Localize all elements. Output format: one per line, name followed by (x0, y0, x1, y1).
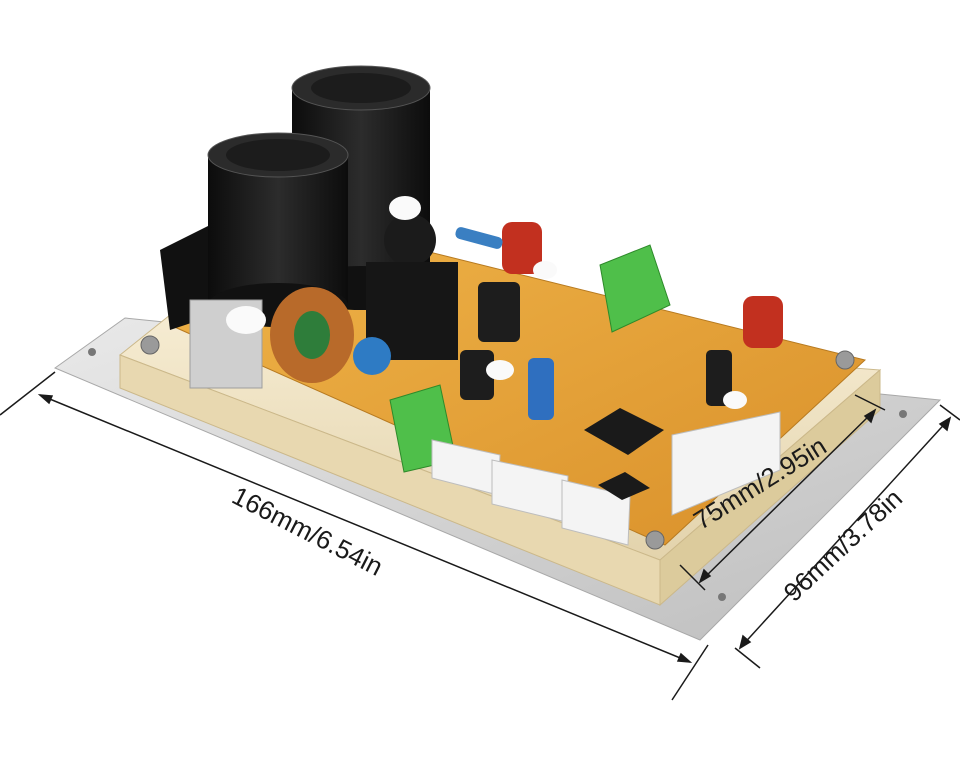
capacitor-small (460, 350, 494, 400)
silicone-glue (389, 196, 421, 220)
screw (835, 350, 855, 370)
dimension-line-outer-width (734, 404, 960, 669)
silicone-glue (486, 360, 514, 380)
dimension-line-inner-width (679, 394, 886, 591)
mounting-hole (88, 348, 96, 356)
plastic-frame-end (659, 368, 881, 607)
toroidal-inductor (270, 287, 354, 383)
jst-connector-white (671, 411, 781, 516)
silicone-glue (533, 261, 557, 279)
capacitor-small (478, 282, 520, 342)
resistor (455, 227, 503, 249)
capacitor-small (706, 350, 732, 406)
mounting-hole (899, 410, 907, 418)
film-capacitor (743, 296, 783, 348)
mounting-hole (718, 593, 726, 601)
film-capacitor (502, 222, 542, 274)
thermistor (384, 214, 436, 266)
ceramic-capacitor (353, 337, 391, 375)
terminal-connector-green (599, 244, 671, 333)
screw (645, 530, 665, 550)
screw (140, 335, 160, 355)
dimension-line-length (0, 371, 709, 701)
capacitor-small-blue (528, 358, 554, 420)
driver-chip (598, 472, 650, 500)
silicone-glue (723, 391, 747, 409)
microcontroller-chip (584, 408, 664, 455)
silicone-glue (226, 306, 266, 334)
